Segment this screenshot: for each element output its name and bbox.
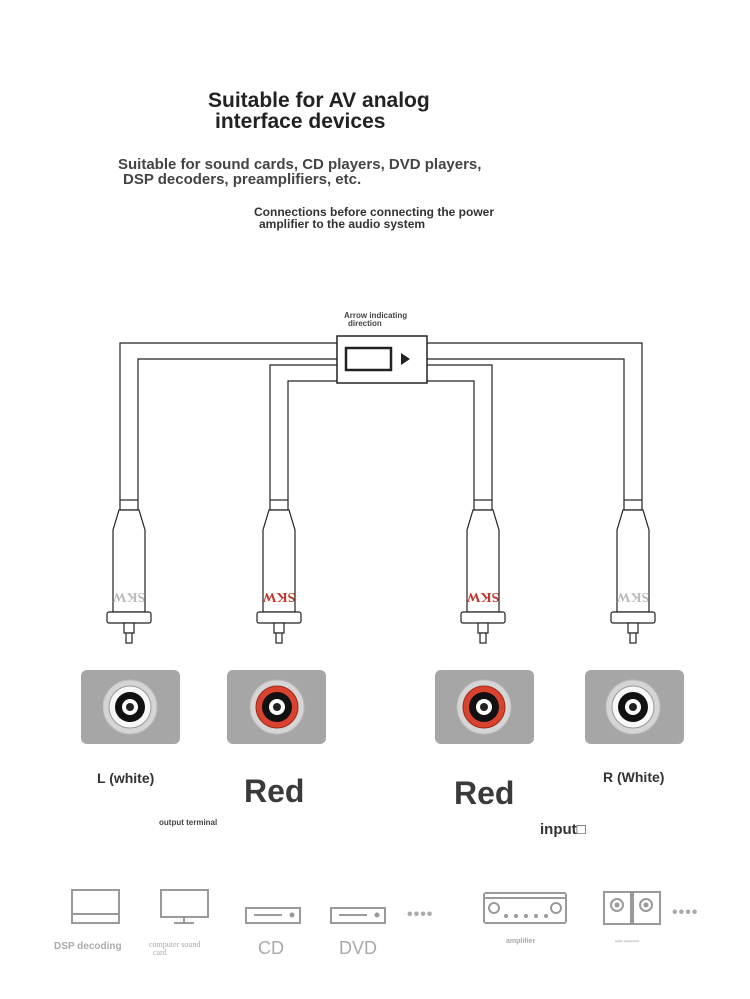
plug-right-white-icon: SKW — [610, 499, 656, 644]
jack-right-white — [585, 670, 684, 744]
rca-plugs: SKW SKW SKW SKW — [106, 499, 656, 644]
dvd-player-icon — [330, 907, 386, 924]
cable-right-outer-a — [427, 342, 643, 500]
more-devices-dots-1: •••• — [407, 906, 434, 923]
subtitle-line-1: Suitable for sound cards, CD players, DV… — [118, 156, 482, 173]
rca-jack-white-icon — [102, 679, 158, 735]
jack-label-left: L (white) — [97, 770, 155, 786]
computer-monitor-icon — [160, 889, 209, 924]
jack-left-red — [227, 670, 326, 744]
brand-text: SKW — [113, 589, 146, 604]
plug-left-white-icon: SKW — [106, 499, 152, 644]
note-line-1: Connections before connecting the power — [254, 205, 495, 219]
dsp-decoder-icon — [71, 889, 120, 924]
note-line-2: amplifier to the audio system — [259, 217, 426, 231]
amplifier-icon — [483, 892, 567, 924]
dvd-label: DVD — [339, 938, 378, 958]
cable-diagram: SKW SKW SKW SKW — [106, 335, 656, 644]
title-line-2: interface devices — [215, 110, 386, 133]
plug-right-red-icon: SKW — [460, 499, 506, 644]
arrow-label: Arrow indicating direction — [344, 312, 407, 328]
cable-right-inner-a — [427, 364, 493, 500]
rca-jack-red-icon — [249, 679, 305, 735]
subtitle: Suitable for sound cards, CD players, DV… — [118, 157, 481, 187]
brand-text: SKW — [263, 589, 296, 604]
connection-note: Connections before connecting the power … — [254, 206, 494, 230]
cable-left-inner-b — [287, 380, 337, 500]
more-devices-dots-2: •••• — [672, 904, 699, 921]
arrow-label-line-1: Arrow indicating — [344, 311, 408, 320]
subtitle-line-2: DSP decoders, preamplifiers, etc. — [123, 171, 362, 188]
jack-label-right: R (White) — [603, 769, 665, 785]
rca-jack-red-icon — [456, 679, 512, 735]
sound-card-line-1: computer sound — [149, 940, 201, 949]
cd-player-icon — [245, 907, 301, 924]
jack-label-red-right: Red — [454, 775, 515, 811]
cable-left-outer-b — [137, 358, 337, 500]
jack-left-white — [81, 670, 180, 744]
cable-left-inner-a — [269, 364, 337, 500]
jack-label-red-left: Red — [244, 773, 305, 809]
direction-label-rect — [344, 346, 393, 372]
direction-arrow-icon — [401, 353, 410, 365]
device-icons — [71, 889, 661, 925]
cable-left-outer-a — [119, 342, 337, 500]
title-line-1: Suitable for AV analog — [208, 89, 430, 112]
rca-jack-white-icon — [605, 679, 661, 735]
input-label: input□ — [540, 821, 586, 838]
sound-card-line-2: card — [153, 948, 167, 957]
audio-equipment-label: audio equipment — [615, 939, 639, 943]
page-title: Suitable for AV analog interface devices — [208, 90, 430, 132]
output-terminal-label: output terminal — [159, 818, 218, 827]
cable-right-inner-b — [427, 380, 475, 500]
speakers-icon — [603, 891, 661, 925]
amplifier-label: amplifier — [506, 938, 536, 945]
dsp-decoding-label: DSP decoding — [54, 941, 122, 952]
computer-sound-card-label: computer sound card — [149, 941, 200, 957]
arrow-label-line-2: direction — [348, 319, 382, 328]
brand-text: SKW — [617, 589, 650, 604]
brand-text: SKW — [467, 589, 500, 604]
cable-right-outer-b — [427, 358, 625, 500]
jack-right-red — [435, 670, 534, 744]
plug-left-red-icon: SKW — [256, 499, 302, 644]
cd-label: CD — [258, 938, 284, 958]
